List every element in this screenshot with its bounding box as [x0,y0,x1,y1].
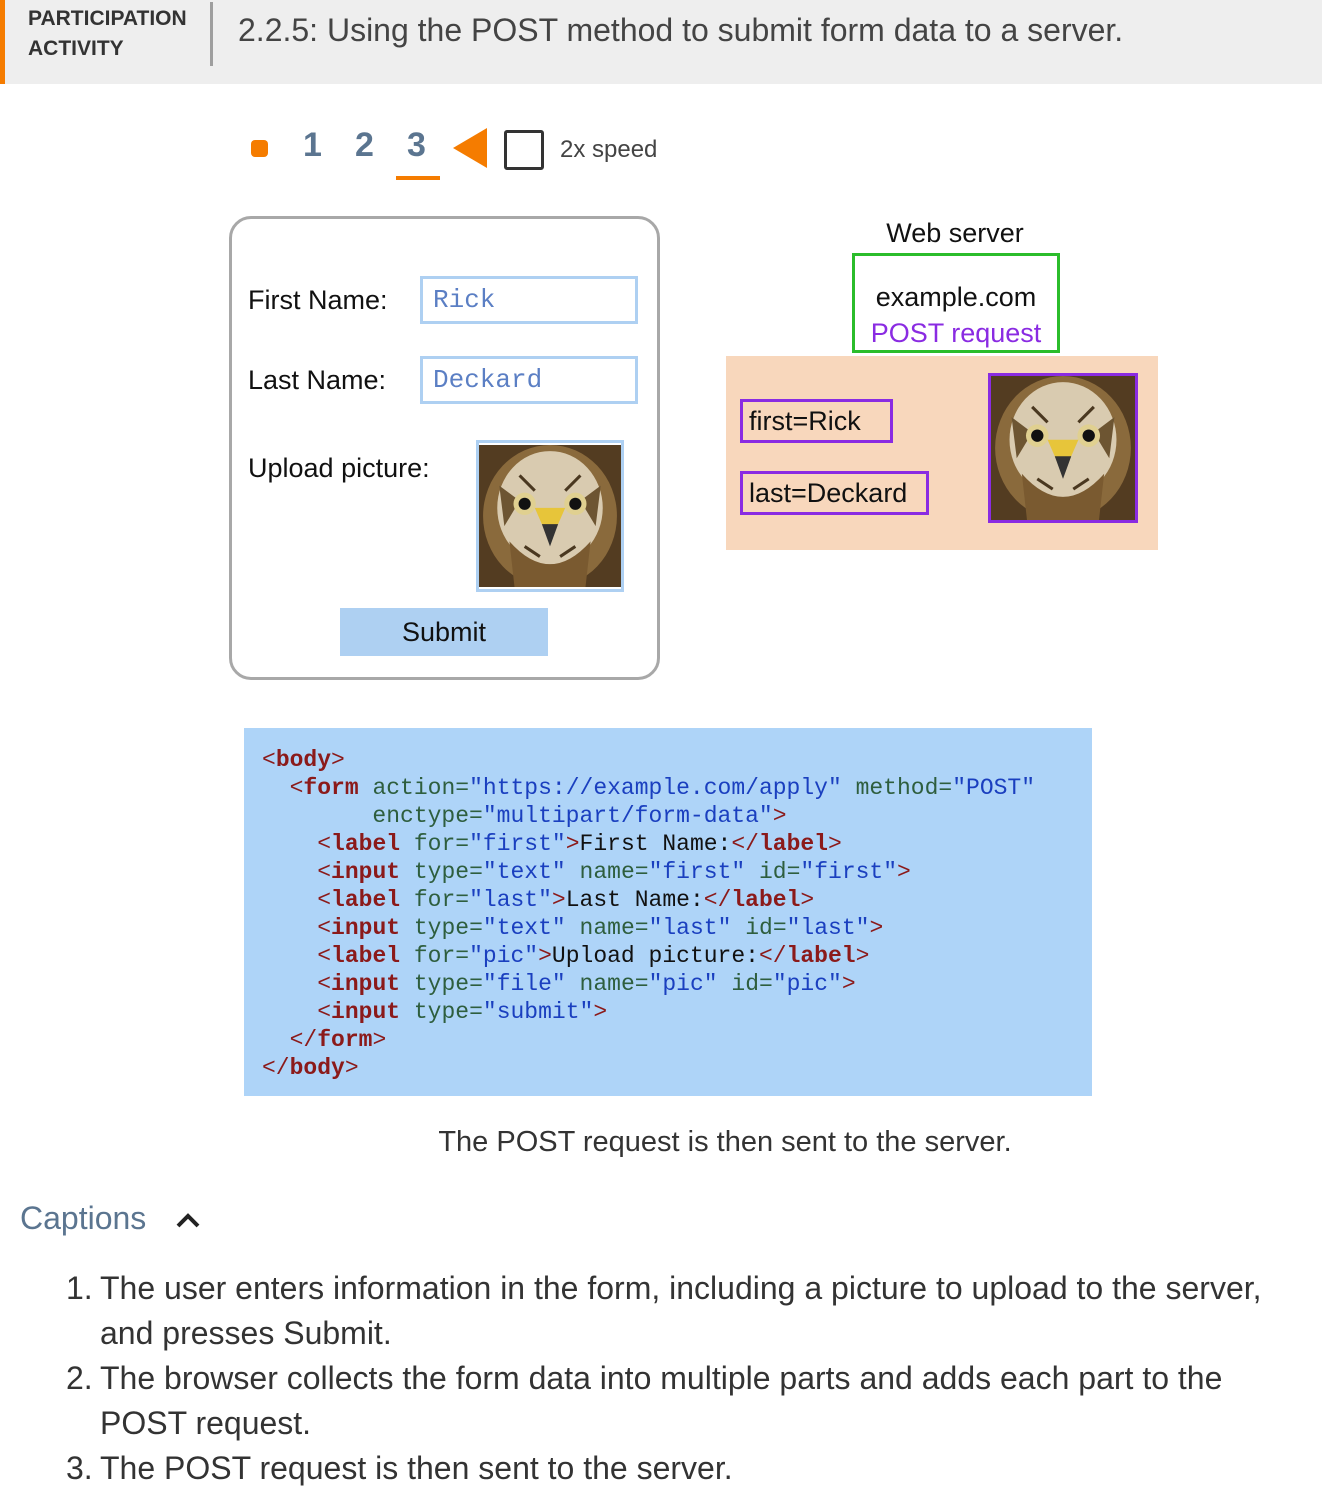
hawk-image [479,443,621,589]
speed-checkbox[interactable] [504,130,544,170]
request-part-picture [988,373,1138,523]
caption-item: 2.The browser collects the form data int… [66,1360,1223,1441]
upload-picture-label: Upload picture: [248,453,430,483]
hawk-image [991,376,1135,520]
web-server-label: Web server [886,218,1024,248]
last-name-input[interactable]: Deckard [420,356,638,404]
speed-label[interactable]: 2x speed [560,136,658,163]
caption-item: 3.The POST request is then sent to the s… [66,1450,733,1486]
caption-item: 1.The user enters information in the for… [66,1270,1262,1351]
request-part-last: last=Deckard [740,471,929,515]
submit-button[interactable]: Submit [340,608,548,656]
current-step-indicator [396,176,440,180]
activity-header: PARTICIPATION ACTIVITY 2.2.5: Using the … [0,0,1322,84]
play-back-icon[interactable] [453,128,487,168]
activity-type-label: PARTICIPATION ACTIVITY [28,7,187,60]
header-accent-bar [0,0,5,84]
web-server-box: example.com POST request [852,253,1060,353]
last-name-label: Last Name: [248,365,387,395]
post-request-label: POST request [870,318,1042,348]
header-divider [210,2,213,66]
animation-caption: The POST request is then sent to the ser… [438,1126,1012,1158]
activity-title: 2.2.5: Using the POST method to submit f… [238,12,1124,48]
first-name-input[interactable]: Rick [420,276,638,324]
step-3-button[interactable]: 3 [407,126,426,164]
start-button[interactable] [251,140,268,157]
first-name-label: First Name: [248,285,388,315]
code-text: <body> <form action="https://example.com… [262,747,1036,1081]
step-2-button[interactable]: 2 [355,126,374,164]
step-1-button[interactable]: 1 [303,126,322,164]
chevron-up-icon[interactable] [176,1212,200,1228]
html-code-listing: <body> <form action="https://example.com… [244,728,1092,1096]
upload-picture-input[interactable] [476,440,624,592]
captions-list: 1.The user enters information in the for… [60,1266,1310,1491]
request-part-first: first=Rick [740,399,893,443]
captions-toggle[interactable]: Captions [20,1200,147,1236]
server-domain: example.com [875,282,1037,312]
